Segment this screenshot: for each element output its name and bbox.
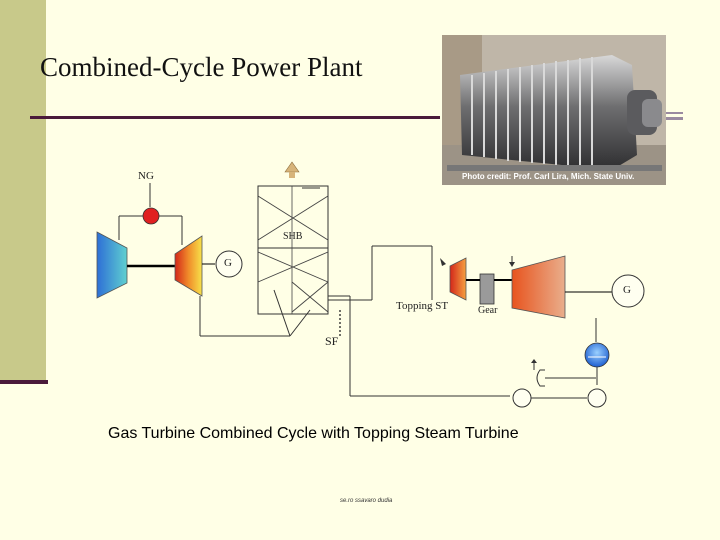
gear-label: Gear: [478, 305, 498, 316]
right-generator-icon: [611, 274, 645, 308]
slide-title: Combined-Cycle Power Plant: [40, 52, 363, 82]
hrsg-stack: [257, 185, 329, 315]
turbine-rotor-photo: [442, 35, 666, 185]
gear-box: [479, 273, 495, 305]
title-underline: [30, 116, 440, 119]
gas-compressor: [96, 231, 128, 299]
accent-sidebar-rule: [0, 380, 48, 384]
shb-label: SHB: [283, 231, 303, 242]
exhaust-arrow-icon: [284, 161, 300, 173]
accent-sidebar: [0, 0, 46, 384]
condenser-icon: [584, 342, 610, 368]
right-generator-label: G: [623, 284, 631, 296]
topping-steam-turbine: [449, 257, 467, 301]
combustor-icon: [142, 207, 160, 225]
left-generator-label: G: [224, 257, 232, 269]
condensate-pump-icon: [587, 388, 607, 408]
photo-credit-text: Photo credit: Prof. Carl Lira, Mich. Sta…: [462, 172, 635, 181]
main-steam-turbine: [511, 255, 566, 319]
topping-st-label: Topping ST: [396, 300, 449, 312]
gas-turbine: [174, 235, 203, 297]
feed-pump-icon: [512, 388, 532, 408]
left-generator-icon: [215, 250, 243, 278]
sf-label: SF: [325, 334, 339, 348]
deaerator-icon: [536, 369, 545, 387]
figure-caption: Gas Turbine Combined Cycle with Topping …: [108, 425, 519, 442]
title-underline-right-top: [665, 112, 683, 114]
title-underline-right: [665, 117, 683, 120]
ng-label: NG: [138, 170, 154, 182]
slide-footer: se.ro ssavaro dudia: [340, 498, 393, 504]
